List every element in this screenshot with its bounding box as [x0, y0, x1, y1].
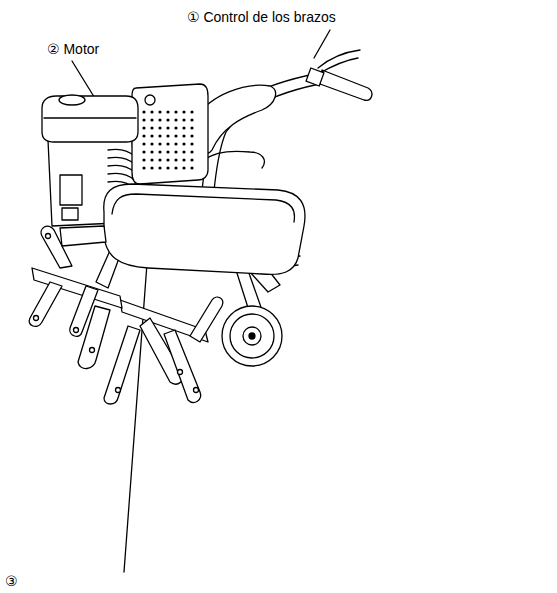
shield-mount: [60, 226, 106, 246]
fuel-tank: [42, 96, 138, 142]
grille-hole: [166, 142, 169, 145]
grille-hole: [166, 118, 169, 121]
grille-hole: [166, 150, 169, 153]
grille-hole: [150, 150, 153, 153]
wheel-axle: [249, 333, 255, 339]
callout-label: ③: [4, 572, 19, 590]
grip: [320, 70, 372, 100]
carburetor: [60, 175, 82, 205]
grille-hole: [150, 134, 153, 137]
grille-hole: [150, 158, 153, 161]
grille-hole: [150, 126, 153, 129]
wheel-hub: [243, 327, 261, 345]
grille-hole: [182, 126, 185, 129]
tank-cap: [59, 95, 85, 105]
grille-hole: [174, 158, 177, 161]
grille-hole: [174, 118, 177, 121]
grille-hole: [166, 134, 169, 137]
grille-hole: [142, 142, 145, 145]
grille-hole: [158, 126, 161, 129]
grille-hole: [150, 142, 153, 145]
wheel-rim: [230, 314, 274, 358]
grille-hole: [182, 110, 185, 113]
shield-edge: [112, 194, 294, 222]
grille-hole: [158, 142, 161, 145]
grille-hole: [142, 126, 145, 129]
grille-hole: [158, 134, 161, 137]
grille-hole: [182, 158, 185, 161]
tines: [78, 297, 223, 404]
tank-seam: [44, 117, 136, 118]
grille-hole: [174, 150, 177, 153]
grille-hole: [166, 126, 169, 129]
grille-hole: [158, 118, 161, 121]
lever-clamp: [306, 68, 324, 86]
grille-hole: [174, 110, 177, 113]
starter-cap: [145, 95, 155, 105]
fan-housing: [132, 84, 208, 184]
grille-hole: [158, 150, 161, 153]
wheel: [222, 306, 282, 366]
leader-line: [124, 250, 148, 572]
grille-hole: [158, 166, 161, 169]
control-lever: [318, 58, 358, 74]
grille-hole: [190, 110, 193, 113]
grille-hole: [190, 134, 193, 137]
grille-hole: [166, 110, 169, 113]
grille-hole: [182, 166, 185, 169]
cylinder-fins: [108, 149, 134, 188]
grille-hole: [190, 150, 193, 153]
grille-hole: [182, 150, 185, 153]
grille-hole: [174, 126, 177, 129]
callout-label: ② Motor: [46, 40, 100, 58]
grille-hole: [190, 158, 193, 161]
grille-hole: [142, 158, 145, 161]
grille-hole: [190, 126, 193, 129]
callout-label: ① Control de los brazos: [186, 8, 337, 26]
grille-hole: [142, 134, 145, 137]
grille-hole: [190, 118, 193, 121]
grille-hole: [166, 158, 169, 161]
grille-hole: [142, 110, 145, 113]
grille-hole: [174, 166, 177, 169]
grille-hole: [190, 166, 193, 169]
grille-hole: [174, 142, 177, 145]
grille-hole: [182, 118, 185, 121]
grille-hole: [150, 110, 153, 113]
grille-hole: [174, 134, 177, 137]
air-grille: [142, 110, 193, 169]
grille-hole: [142, 166, 145, 169]
grille-hole: [142, 118, 145, 121]
engine-part: [62, 208, 78, 220]
tine-shield: [104, 184, 305, 274]
grille-hole: [150, 166, 153, 169]
grille-hole: [182, 142, 185, 145]
leader-line: [314, 30, 330, 58]
grille-hole: [182, 134, 185, 137]
grille-hole: [142, 150, 145, 153]
grille-hole: [166, 166, 169, 169]
grille-hole: [190, 142, 193, 145]
grille-hole: [158, 158, 161, 161]
leader-line: [72, 61, 96, 100]
grille-hole: [150, 118, 153, 121]
grille-hole: [158, 110, 161, 113]
